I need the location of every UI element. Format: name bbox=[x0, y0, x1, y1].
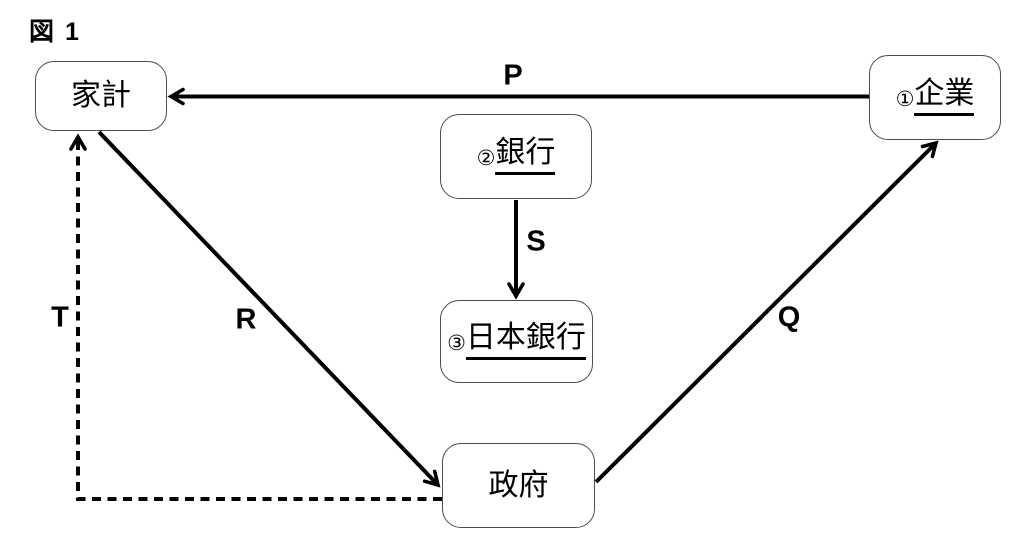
node-bank-number: ② bbox=[476, 146, 496, 170]
node-household: 家計 bbox=[35, 61, 167, 131]
node-bank-of-japan-label: 日本銀行 bbox=[465, 323, 586, 360]
node-bank-label: 銀行 bbox=[495, 138, 556, 175]
edge-label-s: S bbox=[526, 225, 546, 258]
arrow-t-dashed bbox=[69, 133, 442, 501]
arrow-r bbox=[97, 130, 441, 488]
edge-label-t: T bbox=[51, 301, 69, 334]
edge-label-r: R bbox=[235, 303, 257, 336]
node-company-label: 企業 bbox=[914, 79, 975, 116]
node-government-label: 政府 bbox=[488, 468, 549, 502]
arrow-q bbox=[594, 140, 939, 484]
node-household-label: 家計 bbox=[71, 79, 131, 112]
node-company-number: ① bbox=[895, 87, 915, 111]
edge-label-q: Q bbox=[777, 301, 801, 334]
node-bank-of-japan-number: ③ bbox=[447, 331, 466, 355]
figure-title: 図 1 bbox=[29, 18, 81, 46]
edge-label-p: P bbox=[503, 59, 523, 92]
node-government: 政府 bbox=[442, 443, 595, 528]
